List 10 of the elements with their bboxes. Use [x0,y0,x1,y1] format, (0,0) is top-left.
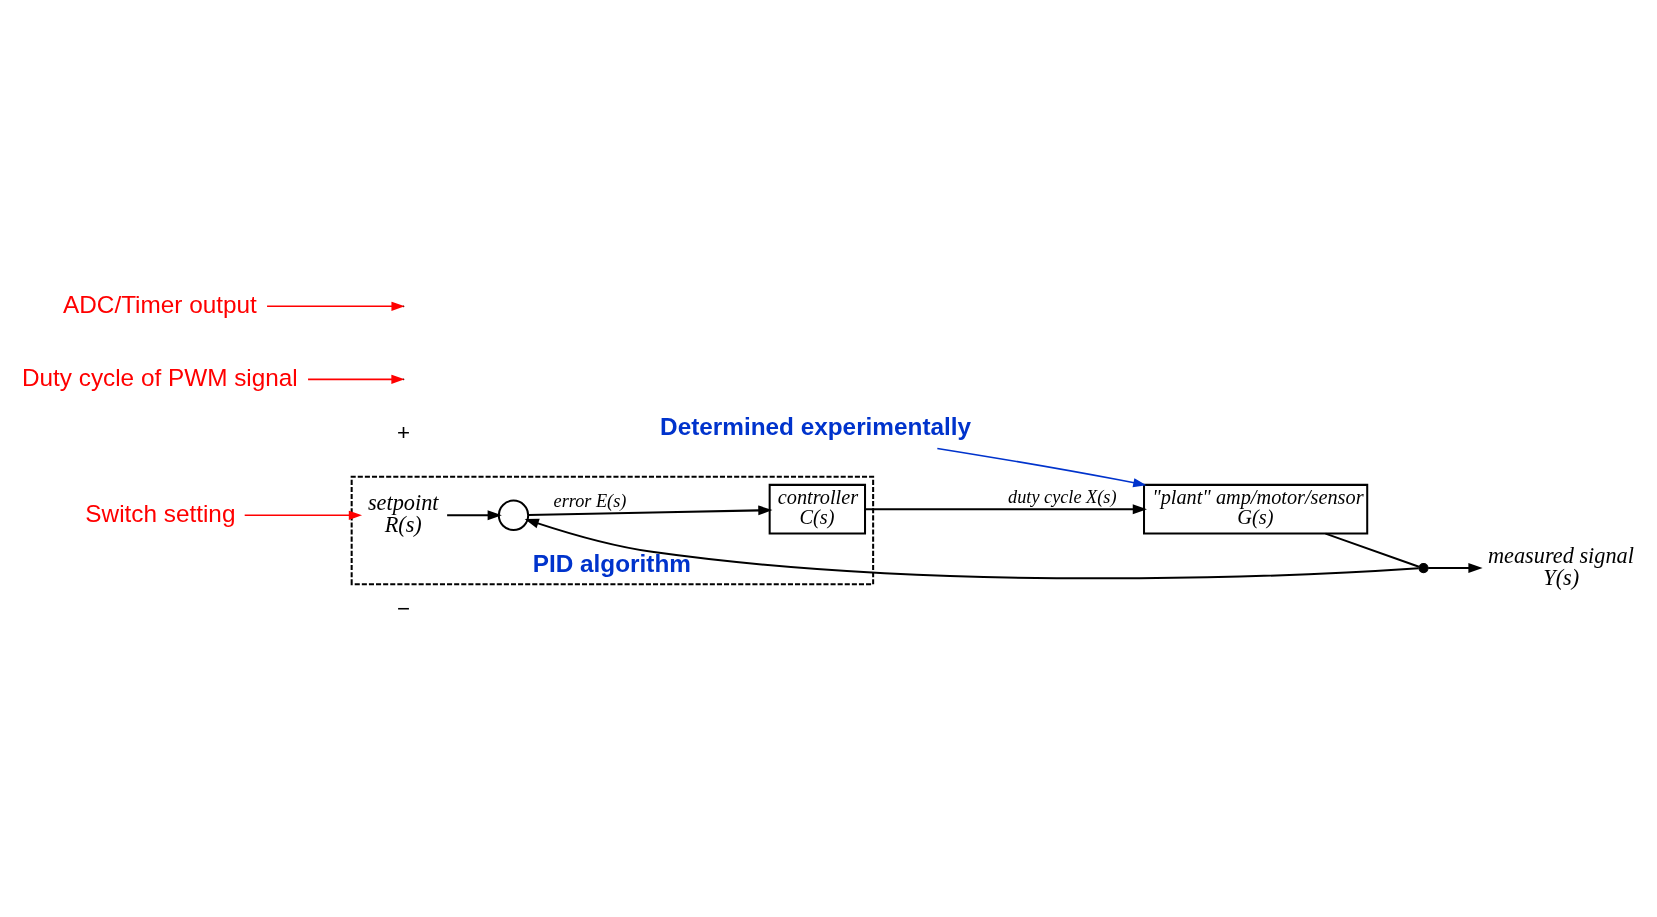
label: − [396,596,410,622]
node-text: Determined experimentally [660,413,972,441]
node-text: ADC/Timer output [63,290,257,318]
edge-label: error E(s) [553,490,627,511]
edge-label: duty cycle X(s) [1008,486,1117,507]
node-text: Switch setting [85,499,236,527]
node-text: measured signal Y(s) [1487,542,1634,590]
node-text: Duty cycle of PWM signal [21,363,298,391]
label: + [396,419,410,445]
node-text: setpoint R(s) [367,489,439,538]
